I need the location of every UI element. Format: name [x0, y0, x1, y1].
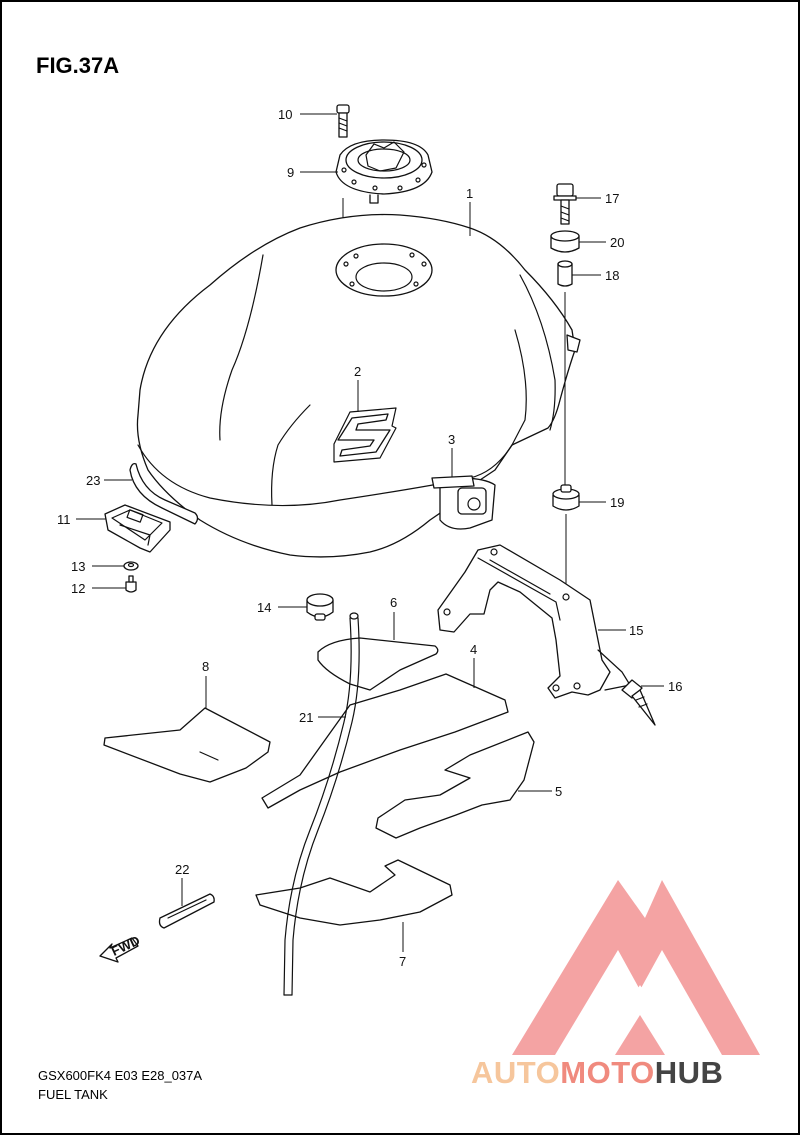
- svg-text:16: 16: [668, 679, 682, 694]
- part-9-fuel-cap: [335, 139, 433, 204]
- svg-text:10: 10: [278, 107, 292, 122]
- part-22-clamp: [158, 893, 215, 929]
- part-12-screw: [125, 575, 137, 593]
- callout-22: 22: [175, 862, 189, 906]
- svg-text:1: 1: [466, 186, 473, 201]
- svg-text:7: 7: [399, 954, 406, 969]
- svg-text:23: 23: [86, 473, 100, 488]
- part-8-pad: [103, 707, 271, 783]
- part-1-fuel-tank: [136, 213, 581, 558]
- callout-17: 17: [576, 191, 619, 206]
- callout-21: 21: [299, 710, 346, 725]
- svg-text:8: 8: [202, 659, 209, 674]
- svg-text:17: 17: [605, 191, 619, 206]
- callout-3: 3: [448, 432, 455, 477]
- part-6-pad: [317, 637, 439, 691]
- svg-text:22: 22: [175, 862, 189, 877]
- svg-text:5: 5: [555, 784, 562, 799]
- part-21-hose: [283, 612, 360, 996]
- svg-text:14: 14: [257, 600, 271, 615]
- callout-4: 4: [470, 642, 477, 688]
- callout-8: 8: [202, 659, 209, 708]
- callout-1: 1: [466, 186, 473, 236]
- svg-text:11: 11: [57, 512, 71, 527]
- svg-text:15: 15: [629, 623, 643, 638]
- part-19-cushion: [552, 484, 580, 511]
- part-14-cushion: [306, 593, 334, 621]
- callout-10: 10: [278, 107, 337, 122]
- svg-text:9: 9: [287, 165, 294, 180]
- svg-text:18: 18: [605, 268, 619, 283]
- part-23-strip: [129, 462, 199, 525]
- part-17-bolt: [553, 183, 577, 225]
- callout-7: 7: [399, 922, 406, 969]
- part-4-pad: [261, 673, 509, 809]
- callout-14: 14: [257, 600, 307, 615]
- part-13-washer: [123, 561, 139, 571]
- part-18-spacer: [557, 260, 573, 287]
- callout-13: 13: [71, 559, 124, 574]
- part-20-collar: [550, 230, 580, 253]
- callout-9: 9: [287, 165, 338, 180]
- svg-text:2: 2: [354, 364, 361, 379]
- svg-text:21: 21: [299, 710, 313, 725]
- part-15-bracket: [437, 544, 631, 699]
- callout-19: 19: [579, 495, 624, 510]
- svg-text:4: 4: [470, 642, 477, 657]
- fwd-arrow-icon: FWD: [99, 933, 142, 963]
- svg-text:20: 20: [610, 235, 624, 250]
- part-5-pad: [375, 731, 535, 839]
- watermark-logo: [512, 880, 760, 1055]
- svg-text:12: 12: [71, 581, 85, 596]
- svg-text:3: 3: [448, 432, 455, 447]
- callout-11: 11: [57, 512, 106, 527]
- callout-6: 6: [390, 595, 397, 640]
- figure-title: FIG.37A: [36, 53, 119, 78]
- part-10-bolt: [336, 104, 350, 138]
- watermark-text: AUTOMOTOHUB: [471, 1055, 723, 1090]
- callout-5: 5: [518, 784, 562, 799]
- fwd-label: FWD: [109, 933, 142, 959]
- part-11-cushion: [104, 504, 171, 553]
- callout-16: 16: [641, 679, 682, 694]
- callout-2: 2: [354, 364, 361, 412]
- part-3-label: [431, 475, 475, 489]
- model-code: GSX600FK4 E03 E28_037A: [38, 1068, 202, 1083]
- part-7-pad: [255, 859, 453, 926]
- callout-12: 12: [71, 581, 126, 596]
- svg-text:13: 13: [71, 559, 85, 574]
- svg-text:19: 19: [610, 495, 624, 510]
- callout-15: 15: [598, 623, 643, 638]
- figure-caption: FUEL TANK: [38, 1087, 108, 1102]
- callout-20: 20: [579, 235, 624, 250]
- part-16-bolt: [621, 679, 656, 726]
- callout-18: 18: [572, 268, 619, 283]
- svg-text:6: 6: [390, 595, 397, 610]
- callout-23: 23: [86, 473, 132, 488]
